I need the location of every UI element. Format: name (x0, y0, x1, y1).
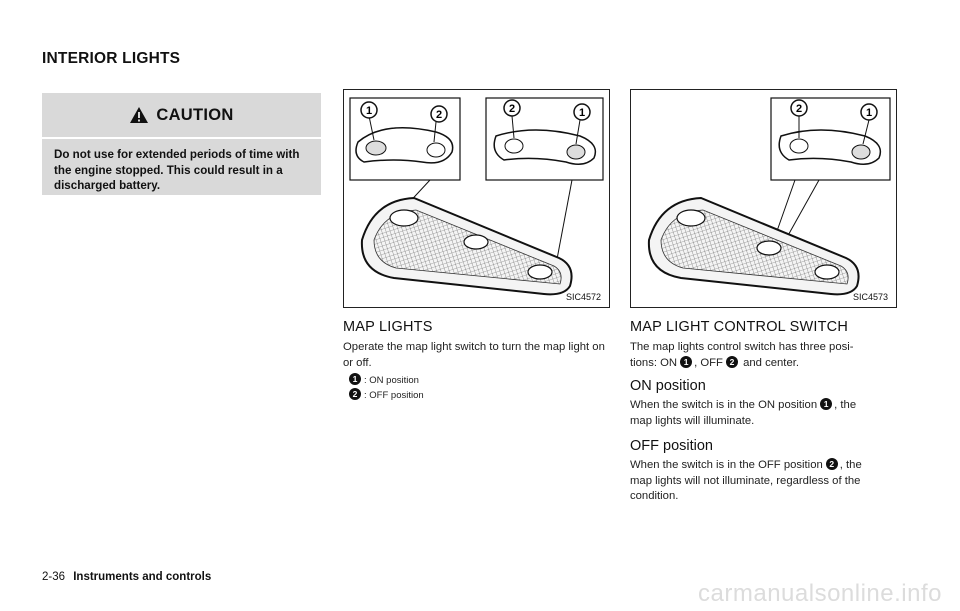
callout-2-badge: 2 (349, 388, 361, 400)
warning-icon (130, 107, 149, 123)
on-position-heading: ON position (630, 378, 706, 394)
caution-text: Do not use for extended periods of time … (54, 148, 300, 192)
page-footer: 2-36 Instruments and controls (42, 571, 211, 583)
watermark-logo: carmanualsonline.info (698, 580, 942, 607)
callout-1-badge: 1 (820, 398, 833, 410)
map-light-control-heading: MAP LIGHT CONTROL SWITCH (630, 319, 849, 335)
legend-on: 1: ON position (349, 373, 419, 386)
figure-code: SIC4573 (852, 292, 888, 302)
callout-1-right-inset: 1 (573, 103, 591, 145)
map-light-control-figure: 2 1 SIC4573 (630, 89, 897, 308)
svg-text:2: 2 (796, 103, 802, 115)
caution-box: CAUTION Do not use for extended periods … (42, 93, 321, 195)
control-intro: The map lights control switch has three … (630, 341, 854, 369)
figure-code: SIC4572 (565, 292, 601, 302)
map-lights-figure: 1 2 2 1 SIC4572 (343, 89, 610, 308)
callout-2-right-inset: 2 (503, 99, 521, 139)
off-position-heading: OFF position (630, 438, 713, 454)
callout-2-badge: 2 (825, 458, 838, 470)
map-lights-illustration: 1 2 2 1 (349, 97, 604, 296)
chapter-title: Instruments and controls (73, 571, 212, 583)
map-light-control-illustration: 2 1 (647, 97, 891, 296)
svg-text:1: 1 (866, 107, 872, 119)
callout-2-badge: 2 (725, 355, 738, 368)
caution-title: CAUTION (156, 105, 234, 124)
svg-text:1: 1 (579, 107, 585, 119)
legend-off: 2: OFF position (349, 388, 424, 401)
callout-1-left-inset: 1 (360, 101, 378, 141)
section-title: INTERIOR LIGHTS (42, 50, 181, 67)
callout-1-badge: 1 (349, 373, 361, 385)
callout-2-left-inset: 2 (430, 105, 448, 143)
svg-text:2: 2 (509, 103, 515, 115)
map-lights-text: Operate the map light switch to turn the… (343, 341, 605, 369)
caution-header: CAUTION (42, 93, 321, 139)
callout-2-inset: 2 (790, 99, 808, 138)
page-number: 2-36 (42, 571, 66, 583)
map-lights-heading: MAP LIGHTS (343, 319, 433, 335)
svg-text:2: 2 (436, 109, 442, 121)
callout-1-inset: 1 (860, 103, 878, 145)
callout-1-badge: 1 (680, 355, 693, 368)
svg-text:1: 1 (366, 105, 372, 117)
